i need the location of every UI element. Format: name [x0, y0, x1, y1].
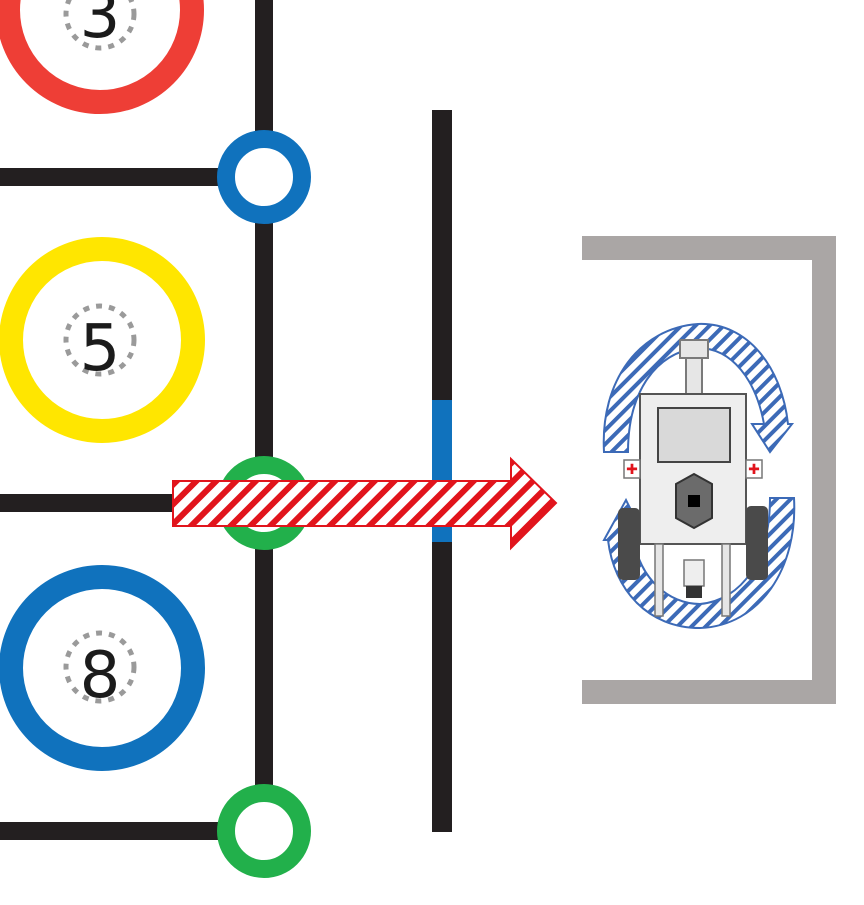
- circle-8-dotted-ring: [63, 630, 137, 704]
- robot-side-port-left: [623, 459, 641, 479]
- rotate-arrow-lower: [602, 497, 796, 630]
- track-horizontal-bottom: [0, 822, 265, 840]
- circle-3-ring: [0, 0, 204, 114]
- robot-wheel-left: [618, 508, 640, 580]
- robot-icon: ✚ ✚: [618, 339, 768, 617]
- robot-caster: [683, 559, 705, 587]
- robot-center-button: [688, 495, 700, 507]
- robot-rail-right: [721, 543, 731, 617]
- robot-screen: [657, 407, 731, 463]
- circle-3-dotted-ring: [63, 0, 137, 51]
- circle-3: 3: [0, 0, 204, 114]
- circle-8-label: 8: [80, 639, 121, 713]
- track-vertical-left: [255, 0, 273, 840]
- node-top: [217, 130, 311, 224]
- circle-5-label: 5: [80, 312, 121, 386]
- robot-rail-left: [654, 543, 664, 617]
- circle-8: 8: [0, 565, 205, 771]
- robot-side-port-right: [745, 459, 763, 479]
- circle-3-label: 3: [80, 0, 121, 53]
- robot-side-port-right-cross: ✚: [748, 462, 760, 478]
- circle-5-ring: [0, 237, 205, 443]
- track-horizontal-top: [0, 168, 265, 186]
- garage-wall-icon: [582, 236, 836, 704]
- right-arrow-icon: [172, 456, 558, 551]
- robot-wheel-right: [746, 506, 768, 580]
- circle-5: 5: [0, 237, 205, 443]
- circle-5-dotted-ring: [63, 303, 137, 377]
- robot-caster-base: [686, 586, 702, 598]
- robot-side-port-left-cross: ✚: [626, 462, 638, 478]
- node-bottom: [217, 784, 311, 878]
- robot-sensor-head: [679, 339, 709, 359]
- circle-8-ring: [0, 565, 205, 771]
- rotate-arrows-icon: [602, 322, 796, 630]
- rotate-arrow-upper: [602, 322, 795, 454]
